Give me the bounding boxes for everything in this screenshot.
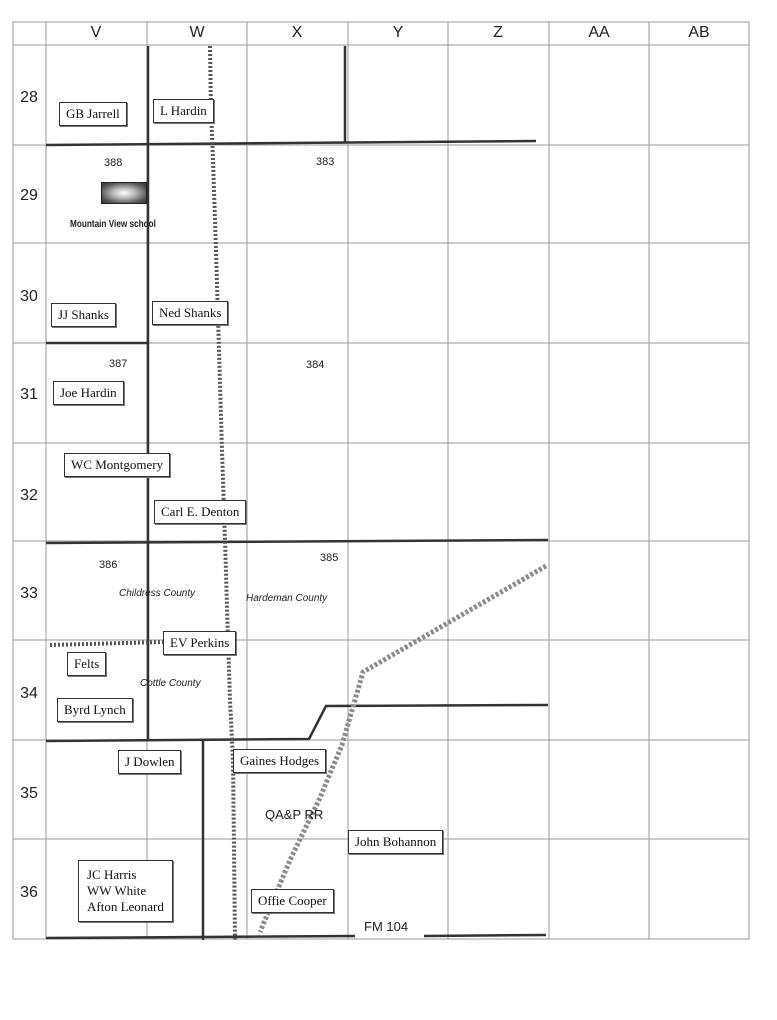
county-label-cottle: Cottle County	[140, 678, 201, 689]
row-header-28: 28	[20, 89, 38, 106]
owner-label-joe-hardin[interactable]: Joe Hardin	[53, 381, 124, 405]
row-header-32: 32	[20, 487, 38, 504]
column-header-ab: AB	[688, 24, 710, 41]
section-number: 386	[99, 559, 118, 571]
railroad-label: QA&P RR	[265, 807, 324, 822]
owner-label-jj-shanks[interactable]: JJ Shanks	[51, 303, 116, 327]
county-line	[49, 45, 237, 941]
owner-label-byrd-lynch[interactable]: Byrd Lynch	[57, 698, 133, 722]
county-label-hardeman: Hardeman County	[246, 593, 328, 604]
row-header-35: 35	[20, 785, 38, 802]
owner-label-wc-montgomery[interactable]: WC Montgomery	[64, 453, 171, 477]
column-header-y: Y	[392, 24, 404, 41]
railroad-line	[257, 563, 548, 933]
section-number: 384	[306, 359, 325, 371]
owner-label-gb-jarrell[interactable]: GB Jarrell	[59, 102, 127, 126]
section-number: 387	[109, 358, 128, 370]
owner-label-felts[interactable]: Felts	[67, 652, 107, 676]
owner-label-ned-shanks[interactable]: Ned Shanks	[152, 301, 229, 325]
row-header-36: 36	[20, 884, 38, 901]
survey-boundaries	[45, 46, 549, 940]
school-label: Mountain View school	[70, 219, 156, 230]
owner-label-j-dowlen[interactable]: J Dowlen	[118, 750, 182, 774]
column-header-aa: AA	[588, 24, 610, 41]
owner-label-carl-denton[interactable]: Carl E. Denton	[154, 500, 247, 524]
section-number: 388	[104, 157, 123, 169]
grid-frame	[12, 21, 750, 940]
column-header-v: V	[90, 24, 102, 41]
section-number: 385	[320, 552, 339, 564]
column-header-w: W	[189, 24, 205, 41]
owner-label-offie-cooper[interactable]: Offie Cooper	[251, 889, 334, 913]
owner-label-john-bohannon[interactable]: John Bohannon	[348, 830, 444, 854]
section-number: 383	[316, 156, 335, 168]
owner-label-l-hardin[interactable]: L Hardin	[153, 99, 214, 123]
row-header-30: 30	[20, 288, 38, 305]
owner-label-jc-harris-group[interactable]: JC Harris WW White Afton Leonard	[78, 860, 173, 922]
row-lines	[13, 144, 749, 840]
column-header-x: X	[291, 24, 303, 41]
row-header-29: 29	[20, 187, 38, 204]
owner-label-gaines-hodges[interactable]: Gaines Hodges	[233, 749, 327, 773]
row-header-34: 34	[20, 685, 38, 702]
column-header-z: Z	[493, 24, 503, 41]
county-label-childress: Childress County	[119, 588, 196, 599]
highway-label: FM 104	[358, 919, 415, 934]
owner-label-ev-perkins[interactable]: EV Perkins	[163, 631, 237, 655]
column-lines	[146, 22, 650, 939]
row-header-31: 31	[20, 386, 38, 403]
school-icon	[101, 182, 147, 204]
row-header-33: 33	[20, 585, 38, 602]
